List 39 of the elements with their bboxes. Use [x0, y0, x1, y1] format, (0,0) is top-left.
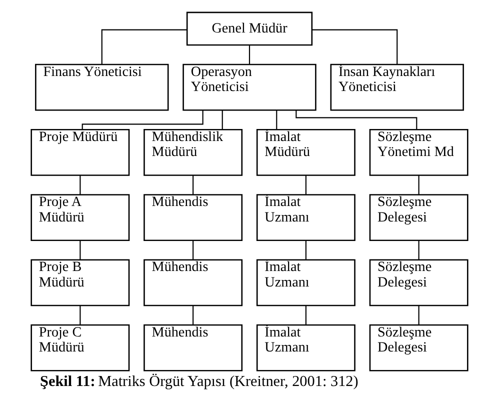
node-box: Mühendislik Müdürü — [143, 129, 242, 176]
node-box: Finans Yöneticisi — [34, 64, 168, 111]
node-box: Sözleşme Delegesi — [368, 324, 468, 372]
connector — [221, 110, 222, 130]
node-box: Sözleşme Yönetimi Md — [368, 129, 468, 176]
connector — [192, 176, 194, 194]
connector — [276, 110, 277, 130]
node-box: İmalat Müdürü — [256, 129, 355, 176]
node-box: İmalat Uzmanı — [256, 194, 355, 242]
connector — [418, 176, 419, 194]
connector — [418, 240, 419, 260]
node-box: Proje B Müdürü — [30, 259, 130, 306]
connector — [304, 306, 306, 325]
node-box: Mühendis — [143, 324, 242, 372]
connector — [192, 240, 194, 260]
node-box: Proje Müdürü — [30, 129, 130, 176]
node-box: İmalat Uzmanı — [256, 324, 355, 372]
connector — [304, 176, 306, 194]
connector — [418, 306, 419, 325]
node-box: Proje C Müdürü — [30, 324, 130, 372]
connector — [79, 240, 80, 260]
connector — [192, 306, 194, 325]
node-box: İnsan Kaynakları Yöneticisi — [330, 64, 464, 111]
caption: Şekil 11: Matriks Örgüt Yapısı (Kreitner, 2001: 312) — [40, 373, 358, 390]
node-box: Mühendis — [143, 194, 242, 242]
connector — [79, 176, 80, 194]
node-box: Proje A Müdürü — [30, 194, 130, 242]
node-box: Operasyon Yöneticisi — [182, 64, 316, 111]
connector — [81, 110, 203, 130]
node-box: Sözleşme Delegesi — [368, 194, 468, 242]
node-box: Mühendis — [143, 259, 242, 306]
node-box: Sözleşme Delegesi — [368, 259, 468, 306]
connector — [304, 240, 306, 260]
node-box: Genel Müdür — [186, 12, 312, 46]
connector — [100, 29, 186, 64]
connector — [79, 306, 80, 325]
connector — [248, 45, 250, 64]
connector — [312, 29, 398, 64]
node-box: İmalat Uzmanı — [256, 259, 355, 306]
